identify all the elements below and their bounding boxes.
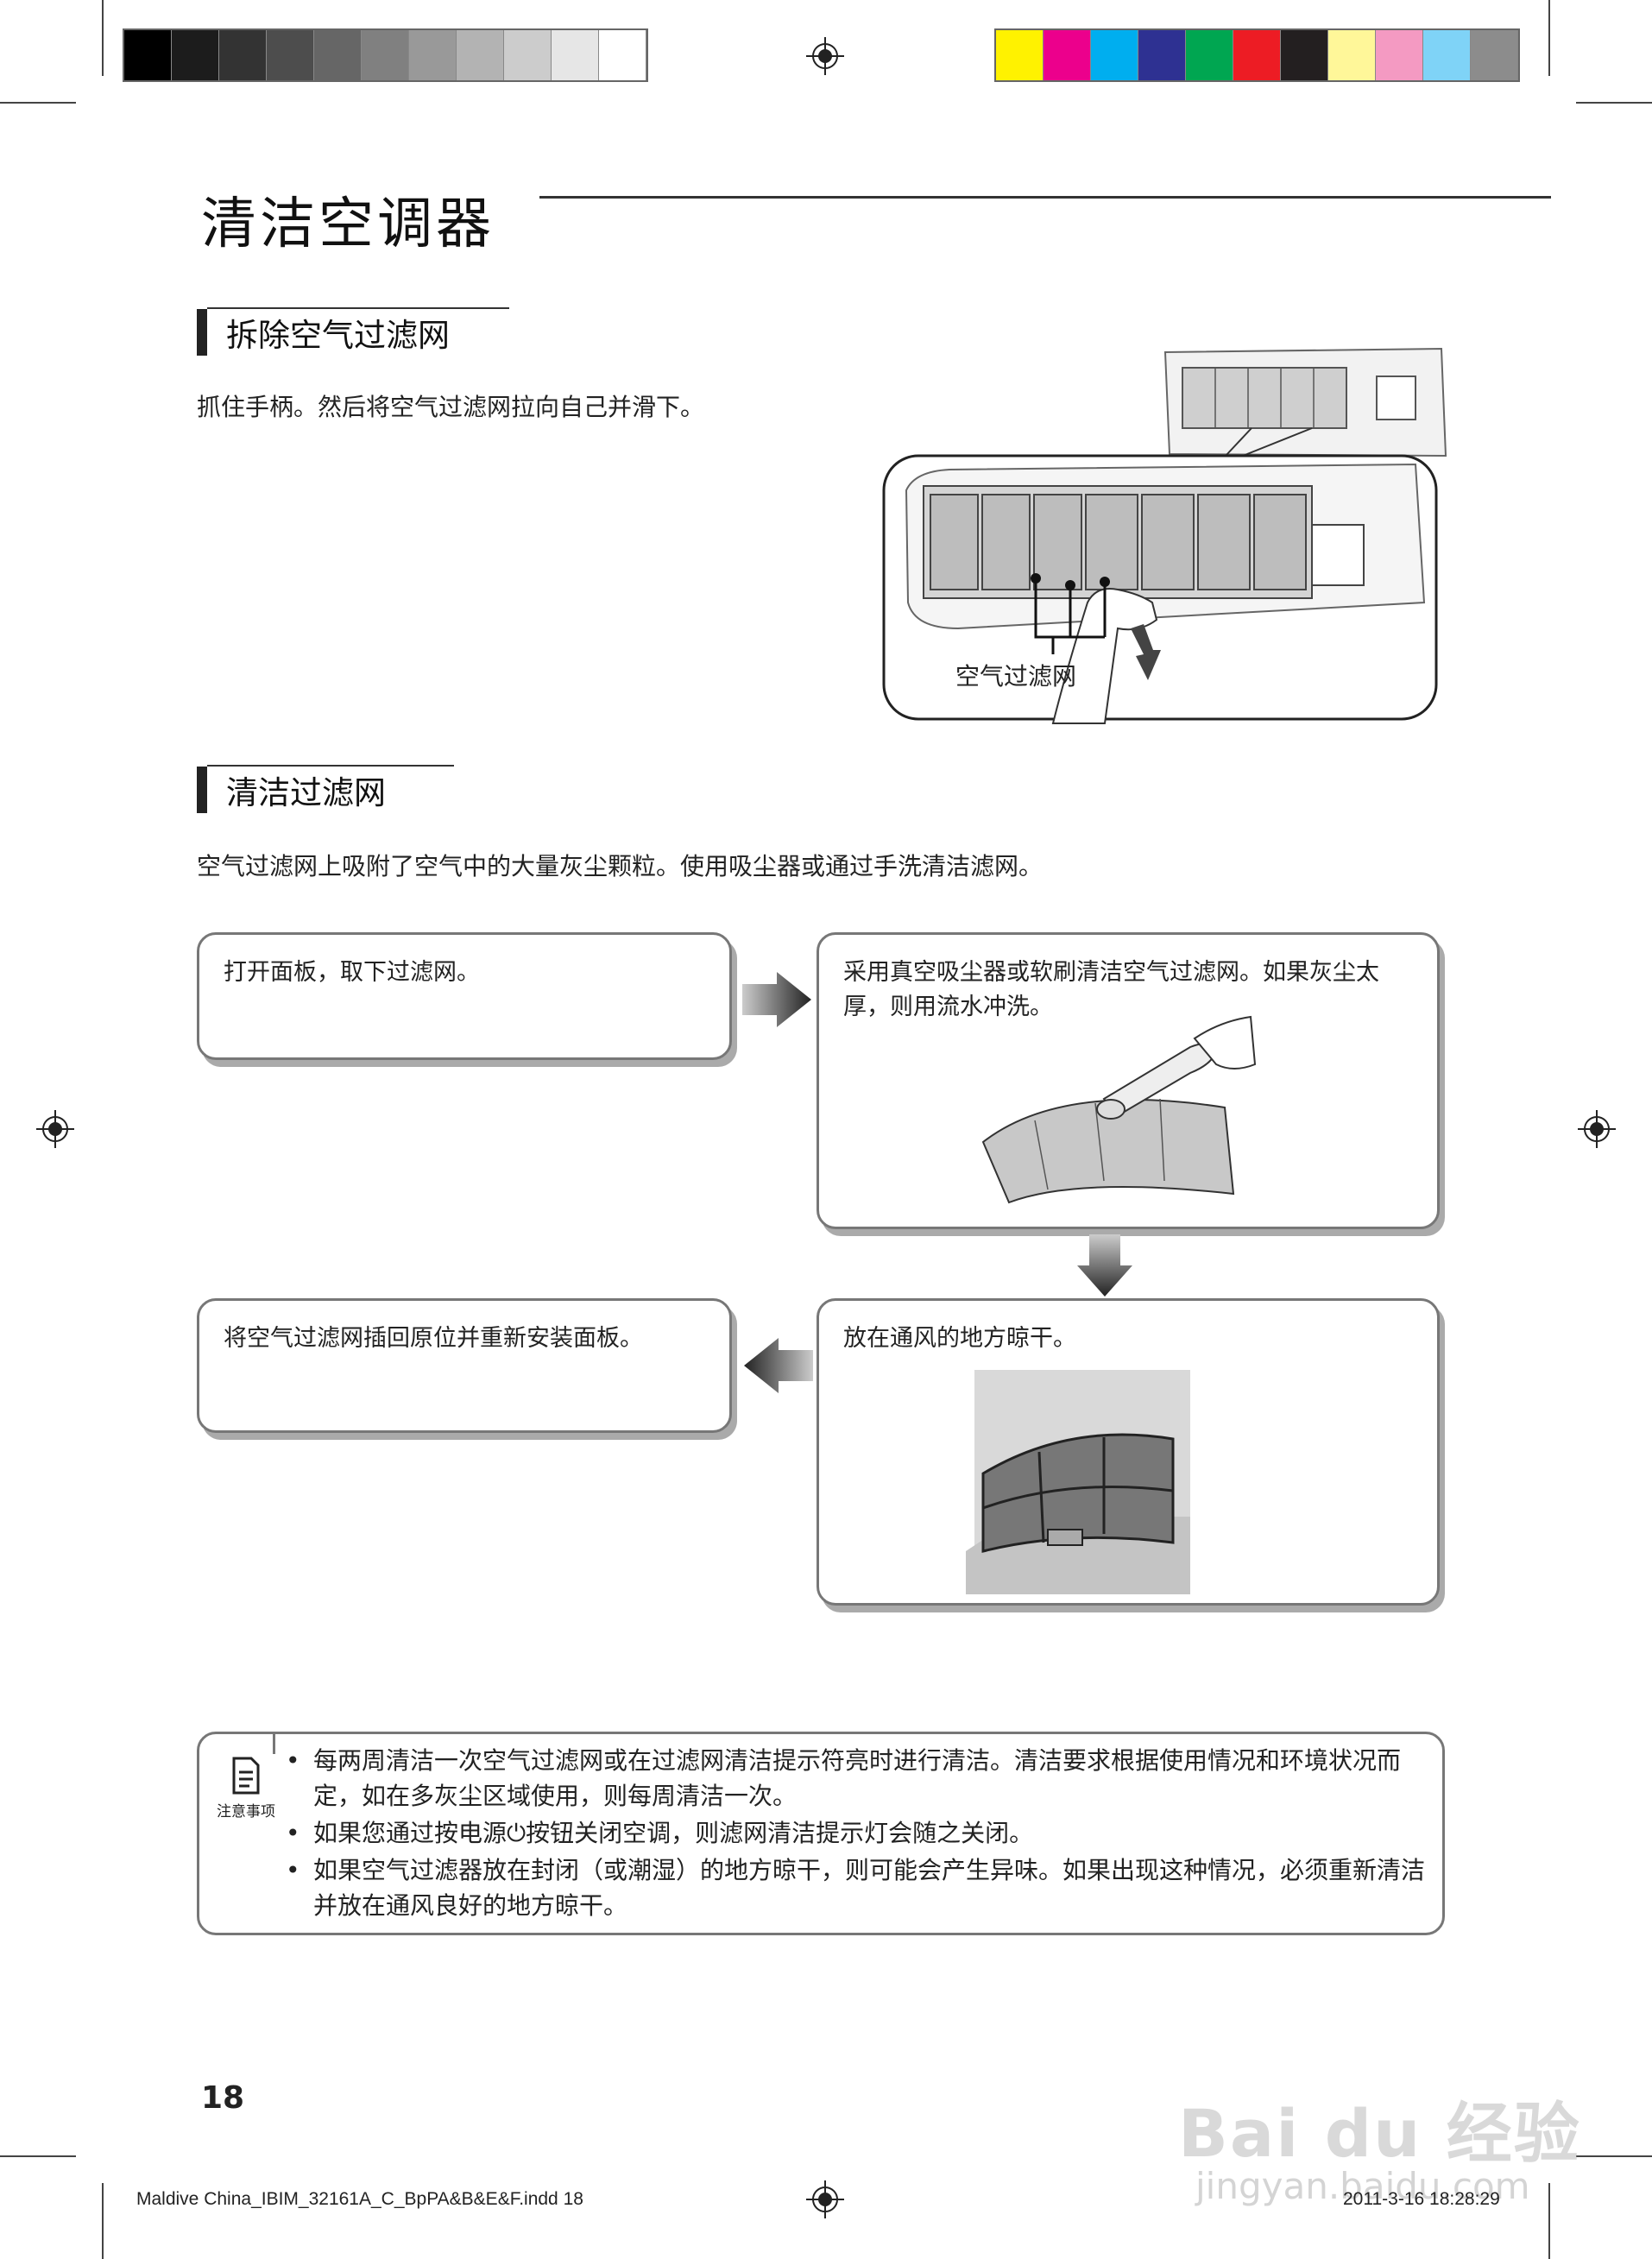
vacuum-cleaning-illustration xyxy=(981,1015,1257,1204)
remove-filter-illustration xyxy=(882,347,1447,724)
color-swatch xyxy=(172,30,219,80)
title-rule xyxy=(539,196,1551,199)
color-swatch xyxy=(267,30,314,80)
color-swatch xyxy=(1233,30,1281,80)
baidu-watermark: Bai du 经验 jingyan.baidu.com xyxy=(1170,2063,1579,2218)
registration-mark-icon xyxy=(806,37,844,75)
crop-mark xyxy=(1548,2183,1550,2259)
crop-mark xyxy=(0,102,76,104)
grayscale-color-bar xyxy=(123,28,648,82)
remove-filter-instruction: 抓住手柄。然后将空气过滤网拉向自己并滑下。 xyxy=(197,393,705,421)
note-icon-label: 注意事项 xyxy=(217,1803,275,1820)
color-swatch xyxy=(1138,30,1186,80)
arrow-right-icon xyxy=(742,972,811,1027)
arrow-left-icon xyxy=(744,1338,813,1393)
step-text: 打开面板，取下过滤网。 xyxy=(224,959,480,986)
color-swatch xyxy=(504,30,552,80)
note-item: 如果空气过滤器放在封闭（或潮湿）的地方晾干，则可能会产生异味。如果出现这种情况，… xyxy=(286,1852,1425,1923)
watermark-brand: Bai du 经验 xyxy=(1178,2095,1581,2172)
color-swatch xyxy=(1471,30,1518,80)
watermark-url: jingyan.baidu.com xyxy=(1195,2165,1530,2207)
color-swatch xyxy=(409,30,457,80)
color-swatch xyxy=(314,30,362,80)
color-swatch xyxy=(1281,30,1328,80)
color-swatch xyxy=(1186,30,1233,80)
section-heading-clean-filter: 清洁过滤网 xyxy=(197,767,386,813)
color-swatch xyxy=(124,30,172,80)
section-heading-text: 清洁过滤网 xyxy=(226,774,386,811)
air-conditioner-small-icon xyxy=(1163,347,1447,457)
registration-mark-icon xyxy=(806,2180,844,2218)
page-number: 18 xyxy=(201,2080,245,2116)
step-box-3: 放在通风的地方晾干。 xyxy=(817,1298,1440,1606)
drying-filter-illustration xyxy=(966,1370,1190,1594)
note-list: 每两周清洁一次空气过滤网或在过滤网清洁提示符亮时进行清洁。清洁要求根据使用情况和… xyxy=(286,1743,1425,1925)
note-icon-wrap: 注意事项 xyxy=(211,1757,281,1820)
footer-timestamp: 2011-3-16 18:28:29 xyxy=(1343,2189,1500,2209)
crop-mark xyxy=(102,0,104,76)
color-swatch xyxy=(362,30,409,80)
hand-icon xyxy=(1051,588,1158,724)
heading-bar xyxy=(197,767,207,813)
color-swatch xyxy=(552,30,599,80)
color-swatch xyxy=(599,30,646,80)
crop-mark xyxy=(1576,102,1652,104)
registration-mark-icon xyxy=(1578,1110,1616,1148)
footer-filename: Maldive China_IBIM_32161A_C_BpPA&B&E&F.i… xyxy=(136,2189,583,2209)
note-icon xyxy=(232,1757,260,1795)
color-swatch xyxy=(219,30,267,80)
section-heading-text: 拆除空气过滤网 xyxy=(226,317,450,354)
color-swatch xyxy=(1044,30,1091,80)
filter-mesh-panels xyxy=(930,494,1307,590)
section-rule xyxy=(207,307,509,309)
color-swatch xyxy=(1328,30,1376,80)
color-swatch xyxy=(1423,30,1471,80)
hand-icon xyxy=(1193,1015,1257,1070)
note-item: 每两周清洁一次空气过滤网或在过滤网清洁提示符亮时进行清洁。清洁要求根据使用情况和… xyxy=(286,1743,1425,1814)
air-conditioner-unit-icon xyxy=(905,463,1426,630)
crop-mark xyxy=(102,2183,104,2259)
section-heading-remove-filter: 拆除空气过滤网 xyxy=(197,309,450,356)
color-swatch xyxy=(1091,30,1138,80)
page-title: 清洁空调器 xyxy=(201,192,495,256)
step-text: 放在通风的地方晾干。 xyxy=(843,1325,1076,1352)
crop-mark xyxy=(1548,0,1550,76)
note-item: 如果您通过按电源⏻按钮关闭空调，则滤网清洁提示灯会随之关闭。 xyxy=(286,1815,1425,1851)
air-filter-label: 空气过滤网 xyxy=(955,662,1077,691)
registration-mark-icon xyxy=(36,1110,74,1148)
color-swatch xyxy=(996,30,1044,80)
step-box-1: 打开面板，取下过滤网。 xyxy=(197,932,732,1060)
step-box-2: 采用真空吸尘器或软刷清洁空气过滤网。如果灰尘太厚，则用流水冲洗。 xyxy=(817,932,1440,1229)
color-swatch xyxy=(1376,30,1423,80)
step-text: 将空气过滤网插回原位并重新安装面板。 xyxy=(224,1325,643,1352)
crop-mark xyxy=(1576,2155,1652,2157)
step-text: 采用真空吸尘器或软刷清洁空气过滤网。如果灰尘太厚，则用流水冲洗。 xyxy=(843,959,1379,1020)
pull-down-arrow-icon xyxy=(1131,624,1161,680)
color-swatch xyxy=(457,30,504,80)
step-box-4: 将空气过滤网插回原位并重新安装面板。 xyxy=(197,1298,732,1433)
process-color-bar xyxy=(994,28,1520,82)
clean-filter-intro: 空气过滤网上吸附了空气中的大量灰尘颗粒。使用吸尘器或通过手洗清洁滤网。 xyxy=(197,852,1044,880)
crop-mark xyxy=(0,2155,76,2157)
section-rule xyxy=(207,765,454,767)
note-box: 注意事项 每两周清洁一次空气过滤网或在过滤网清洁提示符亮时进行清洁。清洁要求根据… xyxy=(197,1732,1445,1935)
heading-bar xyxy=(197,309,207,356)
arrow-down-icon xyxy=(1077,1234,1132,1297)
